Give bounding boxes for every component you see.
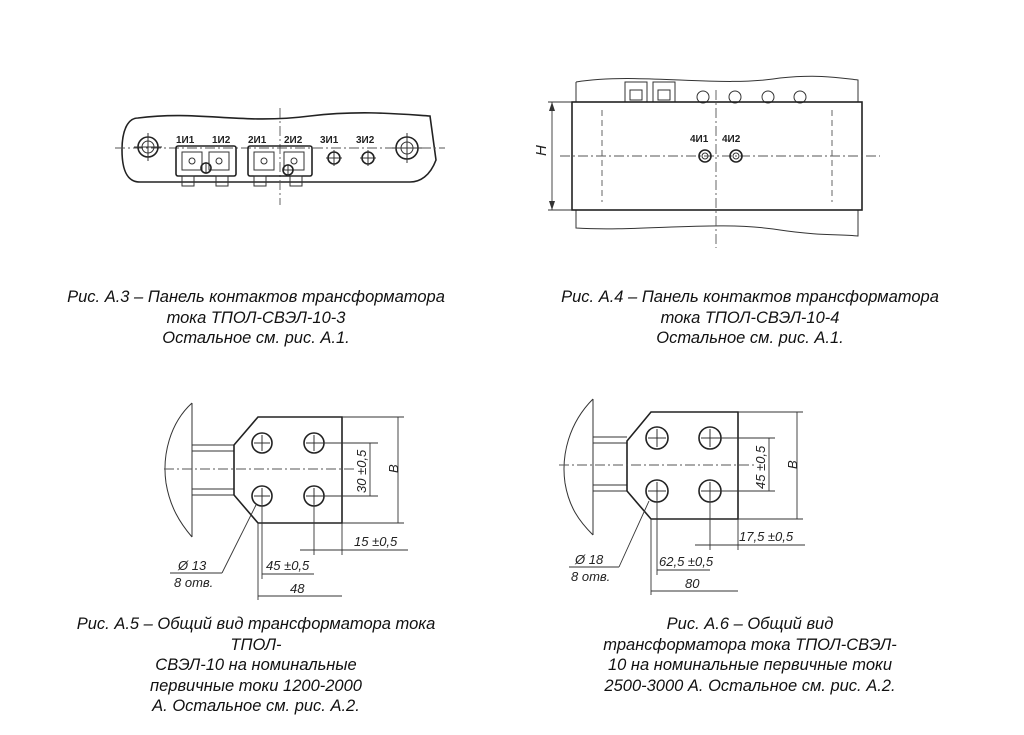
caption-line: Рис. А.6 – Общий вид xyxy=(666,615,834,633)
terminal-block-1 xyxy=(175,145,237,187)
caption-line: тока ТПОЛ-СВЭЛ-10-4 xyxy=(660,308,840,327)
figure-a3-drawing: 1И1 1И2 2И1 2И2 3И1 3И2 xyxy=(115,108,445,205)
hole-count-label: 8 отв. xyxy=(571,569,610,584)
figure-a5-drawing: 30 ±0,5 B 15 ±0,5 45 ±0,5 48 Ø 13 8 отв. xyxy=(164,402,408,600)
terminal-label-2i2: 2И2 xyxy=(284,135,303,146)
caption-line: трансформатора тока ТПОЛ-СВЭЛ- xyxy=(603,635,897,654)
dimension-lines xyxy=(170,416,408,600)
caption-line: Рис. А.5 – Общий вид трансформатора тока xyxy=(76,615,436,633)
terminal-block-2 xyxy=(247,145,313,187)
hole-count-label: 8 отв. xyxy=(174,575,213,590)
caption-line: тока ТПОЛ-СВЭЛ-10-3 xyxy=(166,308,346,327)
dimension-hole-spacing-h: 45 ±0,5 xyxy=(266,558,310,573)
terminal-label-4i2: 4И2 xyxy=(722,134,741,145)
terminal-4-1 xyxy=(698,149,712,163)
caption-line: 10 на номинальные первичные токи xyxy=(607,656,892,674)
dimension-b: B xyxy=(386,464,401,473)
caption-line: СВЭЛ-10 на номинальные xyxy=(155,656,357,674)
dimension-h xyxy=(548,101,572,211)
dimension-width: 48 xyxy=(290,581,305,596)
caption-figure-a5: Рис. А.5 – Общий вид трансформатора тока… xyxy=(0,614,512,717)
mount-hole xyxy=(645,426,669,450)
mount-hole-right xyxy=(392,133,422,163)
caption-figure-a4: Рис. А.4 – Панель контактов трансформато… xyxy=(494,287,1006,349)
terminal-label-1i1: 1И1 xyxy=(176,135,195,146)
dimension-b: B xyxy=(785,460,800,469)
caption-figure-a6: Рис. А.6 – Общий вид трансформатора тока… xyxy=(494,614,1006,696)
dimension-edge: 17,5 ±0,5 xyxy=(739,529,794,544)
figure-a4-drawing: 4И1 4И2 H xyxy=(533,75,880,248)
dimension-h-label: H xyxy=(533,145,550,156)
terminal-label-3i1: 3И1 xyxy=(320,135,339,146)
terminal-label-4i1: 4И1 xyxy=(690,134,709,145)
figure-a6-drawing: 45 ±0,5 B 17,5 ±0,5 62,5 ±0,5 80 Ø 18 8 … xyxy=(559,398,805,595)
dimension-lines xyxy=(569,411,805,595)
mount-hole xyxy=(251,432,273,454)
hole-diameter-label: Ø 18 xyxy=(574,552,604,567)
terminal-4-2 xyxy=(729,149,743,163)
top-terminals xyxy=(624,81,807,104)
caption-line: 2500-3000 А. Остальное см. рис. А.2. xyxy=(604,676,896,695)
terminal-3-2 xyxy=(360,150,376,166)
dimension-hole-spacing-v: 30 ±0,5 xyxy=(354,449,369,493)
dimension-hole-spacing-h: 62,5 ±0,5 xyxy=(659,554,714,569)
dimension-hole-spacing-v: 45 ±0,5 xyxy=(753,445,768,489)
terminal-label-2i1: 2И1 xyxy=(248,135,267,146)
terminal-label-3i2: 3И2 xyxy=(356,135,375,146)
caption-line: Рис. А.4 – Панель контактов трансформато… xyxy=(561,288,939,306)
dimension-width: 80 xyxy=(685,576,700,591)
terminal-3-1 xyxy=(326,150,342,166)
caption-line: А. Остальное см. рис. А.2. xyxy=(152,697,360,715)
caption-line: первичные токи 1200-2000 xyxy=(150,676,362,695)
caption-line: Рис. А.3 – Панель контактов трансформато… xyxy=(67,288,445,306)
mount-hole-left xyxy=(134,133,162,161)
busbar-plate xyxy=(626,411,739,520)
terminal-label-1i2: 1И2 xyxy=(212,135,231,146)
caption-figure-a3: Рис. А.3 – Панель контактов трансформато… xyxy=(0,287,512,349)
hole-diameter-label: Ø 13 xyxy=(177,558,207,573)
caption-line: Остальное см. рис. А.1. xyxy=(656,329,844,347)
caption-line: Остальное см. рис. А.1. xyxy=(162,329,350,347)
dimension-edge: 15 ±0,5 xyxy=(354,534,398,549)
busbar-plate xyxy=(233,416,343,524)
caption-line: ТПОЛ- xyxy=(230,635,282,654)
